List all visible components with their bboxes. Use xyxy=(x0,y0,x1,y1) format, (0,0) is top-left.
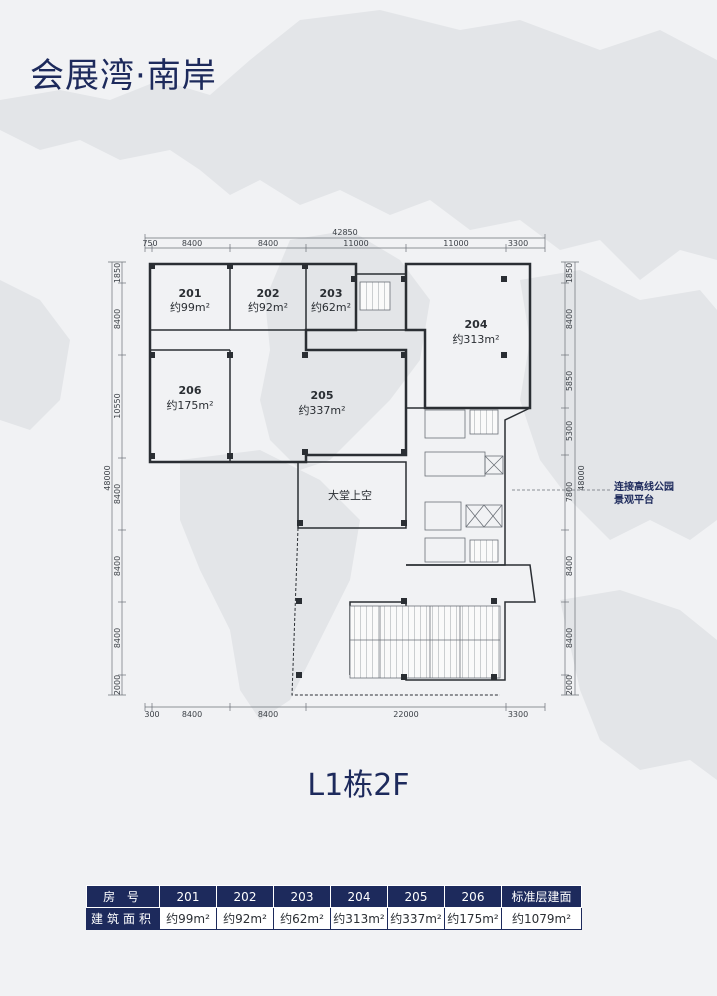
core-fixtures xyxy=(349,281,504,679)
dim-left-6: 2000 xyxy=(113,675,122,695)
dimension-lines xyxy=(108,234,579,711)
unit-204-id: 204 xyxy=(465,318,488,331)
unit-201-id: 201 xyxy=(179,287,202,300)
table-value-cell: 约62m² xyxy=(273,907,331,930)
table-header-cell: 202 xyxy=(216,885,274,908)
dim-top-5: 3300 xyxy=(508,239,528,248)
table-value-cell: 约92m² xyxy=(216,907,274,930)
area-table: 房 号 201 202 203 204 205 206 标准层建面 建筑面积 约… xyxy=(86,885,582,930)
dim-left-4: 8400 xyxy=(113,556,122,576)
table-header-cell: 201 xyxy=(159,885,217,908)
dim-bottom-3: 22000 xyxy=(393,710,418,719)
dim-left-0: 1850 xyxy=(113,263,122,283)
dim-left-2: 10550 xyxy=(113,393,122,418)
dim-bottom-1: 8400 xyxy=(182,710,202,719)
table-header-cell: 203 xyxy=(273,885,331,908)
table-value-row: 建筑面积 约99m² 约92m² 约62m² 约313m² 约337m² 约17… xyxy=(86,907,582,930)
map-landmass-north xyxy=(0,10,717,280)
dim-right-1: 8400 xyxy=(565,309,574,329)
dim-bottom-4: 3300 xyxy=(508,710,528,719)
dim-left-total: 48000 xyxy=(103,465,112,490)
table-value-cell: 约99m² xyxy=(159,907,217,930)
unit-202-id: 202 xyxy=(257,287,280,300)
page-title: 会展湾·南岸 xyxy=(30,56,217,96)
map-landmass-east xyxy=(520,270,717,540)
dim-right-2: 5850 xyxy=(565,371,574,391)
building-walls xyxy=(148,262,536,696)
unit-205-id: 205 xyxy=(311,389,334,402)
annotation-line2: 景观平台 xyxy=(614,493,654,506)
unit-203-id: 203 xyxy=(320,287,343,300)
table-header-label: 房 号 xyxy=(86,885,160,908)
dim-right-5: 8400 xyxy=(565,556,574,576)
dim-right-7: 2000 xyxy=(565,675,574,695)
unit-205-area: 约337m² xyxy=(298,404,345,417)
map-landmass-west xyxy=(0,280,70,430)
dim-left-3: 8400 xyxy=(113,484,122,504)
table-value-cell: 约313m² xyxy=(330,907,388,930)
table-header-row: 房 号 201 202 203 204 205 206 标准层建面 xyxy=(86,885,582,908)
dim-top-total: 42850 xyxy=(332,228,357,237)
dim-top-2: 8400 xyxy=(258,239,278,248)
dim-right-total: 48000 xyxy=(577,465,586,490)
wall-terrace-outline xyxy=(291,527,500,696)
unit-203-area: 约62m² xyxy=(311,301,351,314)
dim-left-1: 8400 xyxy=(113,309,122,329)
dim-right-4: 7800 xyxy=(565,482,574,502)
unit-206-id: 206 xyxy=(179,384,202,397)
dimension-labels: 42850 750 8400 8400 11000 11000 3300 300… xyxy=(103,228,586,719)
table-row-label: 建筑面积 xyxy=(86,907,160,930)
table-header-cell: 206 xyxy=(444,885,502,908)
map-landmass-south xyxy=(180,450,360,720)
table-header-cell: 标准层建面 xyxy=(501,885,582,908)
unit-206-area: 约175m² xyxy=(166,399,213,412)
unit-202-area: 约92m² xyxy=(248,301,288,314)
table-value-cell: 约175m² xyxy=(444,907,502,930)
dim-bottom-0: 300 xyxy=(144,710,159,719)
dim-top-3: 11000 xyxy=(343,239,368,248)
table-value-cell: 约337m² xyxy=(387,907,445,930)
park-connection-annotation: 连接高线公园 景观平台 xyxy=(512,480,674,506)
dim-left-5: 8400 xyxy=(113,628,122,648)
annotation-line1: 连接高线公园 xyxy=(614,480,674,493)
dim-top-4: 11000 xyxy=(443,239,468,248)
wall-south-block xyxy=(349,564,536,681)
dim-right-0: 1850 xyxy=(565,263,574,283)
unit-204-area: 约313m² xyxy=(452,333,499,346)
unit-201-area: 约99m² xyxy=(170,301,210,314)
map-landmass-southeast xyxy=(560,590,717,780)
table-value-cell: 约1079m² xyxy=(501,907,582,930)
dim-top-1: 8400 xyxy=(182,239,202,248)
table-header-cell: 204 xyxy=(330,885,388,908)
dim-top-0: 750 xyxy=(142,239,157,248)
wall-core xyxy=(355,273,531,566)
structural-columns xyxy=(149,263,507,680)
floor-label: L1栋2F xyxy=(307,768,410,803)
dim-right-3: 5300 xyxy=(565,421,574,441)
dim-bottom-2: 8400 xyxy=(258,710,278,719)
table-header-cell: 205 xyxy=(387,885,445,908)
dim-right-6: 8400 xyxy=(565,628,574,648)
lobby-label: 大堂上空 xyxy=(328,488,372,502)
